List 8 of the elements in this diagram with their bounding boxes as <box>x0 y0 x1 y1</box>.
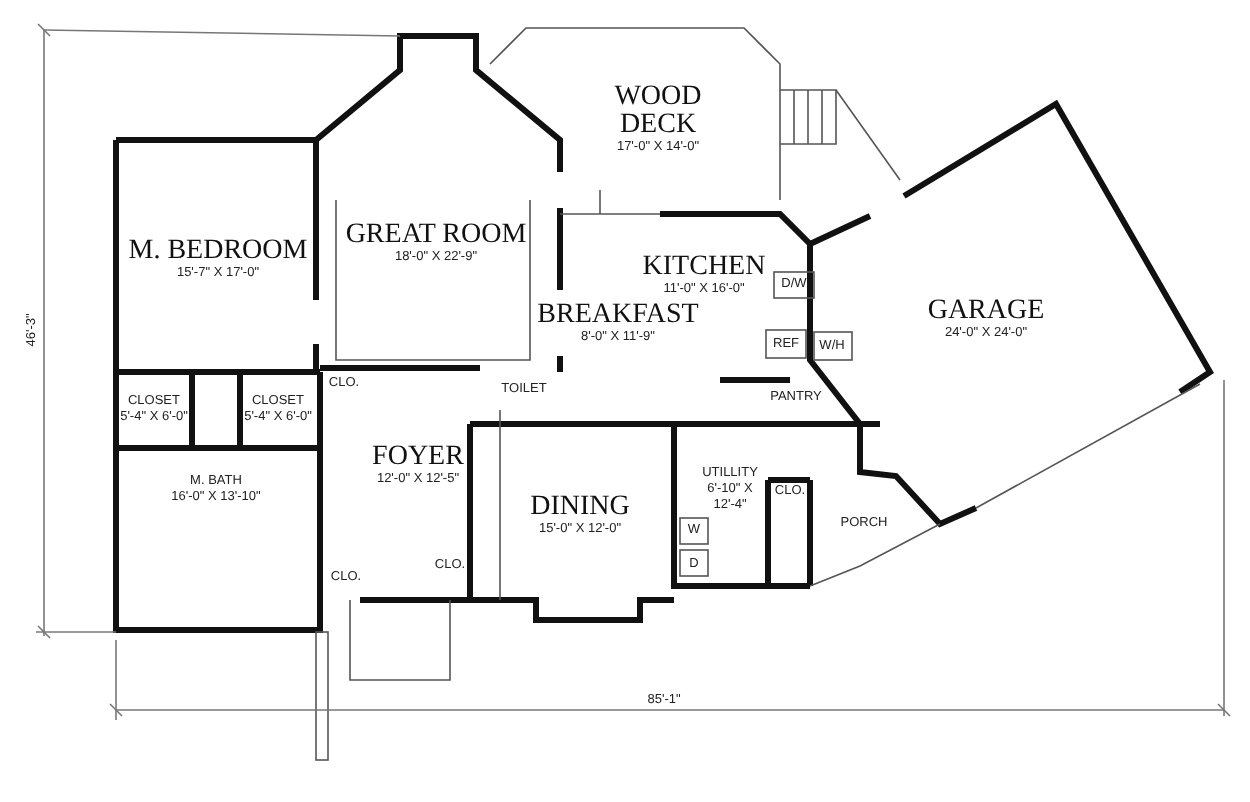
room-name: FOYER <box>372 444 464 472</box>
room-name: GARAGE <box>927 298 1045 326</box>
room-name: KITCHEN <box>642 254 766 282</box>
room-name: GREAT ROOM <box>345 222 527 250</box>
room-name: DINING <box>530 494 630 522</box>
room-name: M. BEDROOM <box>128 238 308 266</box>
room-name: WOOD DECK <box>612 84 704 140</box>
room-name: BREAKFAST <box>537 302 699 330</box>
